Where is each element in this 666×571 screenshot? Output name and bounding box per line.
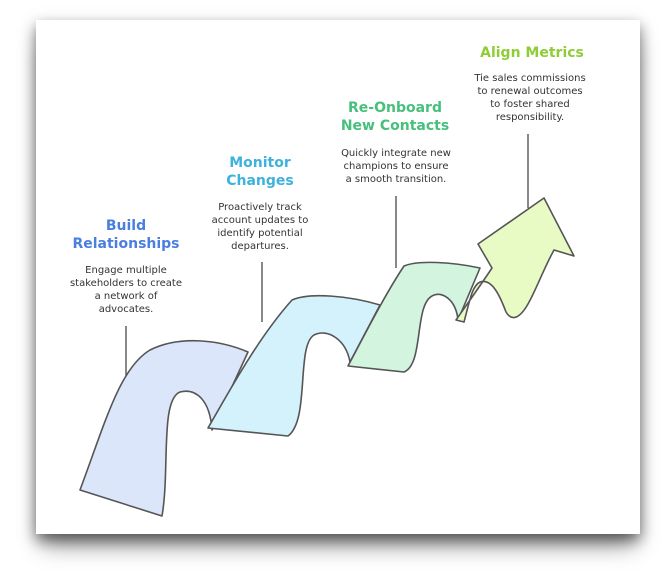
- step-title-build: Build Relationships: [72, 218, 180, 252]
- step-desc-reonboard: Quickly integrate new champions to ensur…: [341, 148, 451, 185]
- ribbon-segment-build: [79, 339, 249, 517]
- step-title-reonboard: Re-Onboard New Contacts: [340, 100, 450, 134]
- step-desc-monitor: Proactively track account updates to ide…: [211, 202, 309, 252]
- ribbon-segment-align-arrow: [455, 197, 575, 323]
- step-title-monitor: Monitor Changes: [226, 155, 294, 189]
- step-title-align: Align Metrics: [480, 45, 584, 61]
- ribbon-segment-reonboard: [347, 261, 481, 373]
- step-desc-build: Engage multiple stakeholders to create a…: [69, 265, 183, 315]
- step-desc-align: Tie sales commissions to renewal outcome…: [474, 73, 586, 123]
